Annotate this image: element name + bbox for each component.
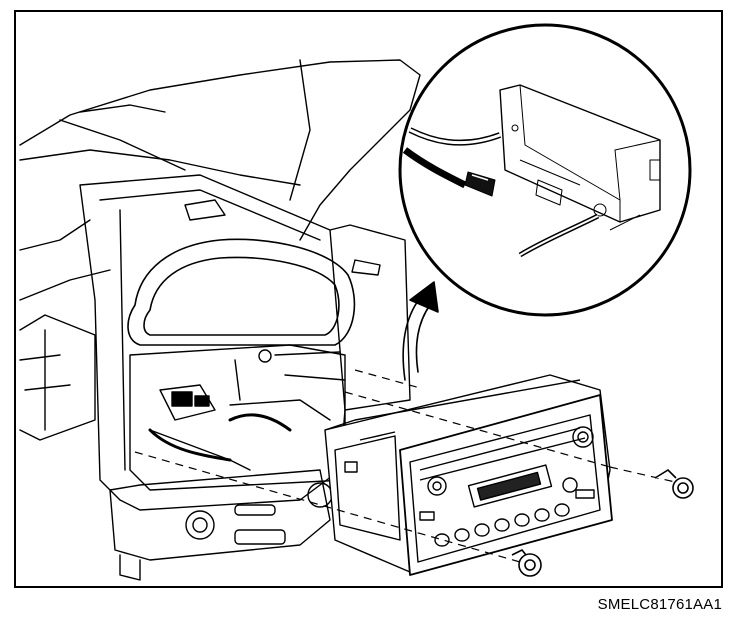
detail-inset: [400, 25, 690, 315]
alignment-lines: [135, 370, 675, 562]
cavity-connector: [172, 392, 209, 406]
figure-frame: [14, 10, 723, 588]
radio-unit: [325, 375, 612, 575]
screw-right: [655, 470, 693, 498]
figure-id-label: SMELC81761AA1: [597, 596, 722, 613]
preset-buttons: [420, 490, 594, 546]
left-vent: [20, 315, 95, 440]
screw-left: [512, 550, 541, 576]
bezel-frame: [80, 175, 410, 510]
dashboard-top: [20, 60, 420, 300]
cavity-harness: [150, 415, 290, 460]
cluster-opening: [128, 239, 354, 345]
removal-arrow: [403, 282, 438, 380]
